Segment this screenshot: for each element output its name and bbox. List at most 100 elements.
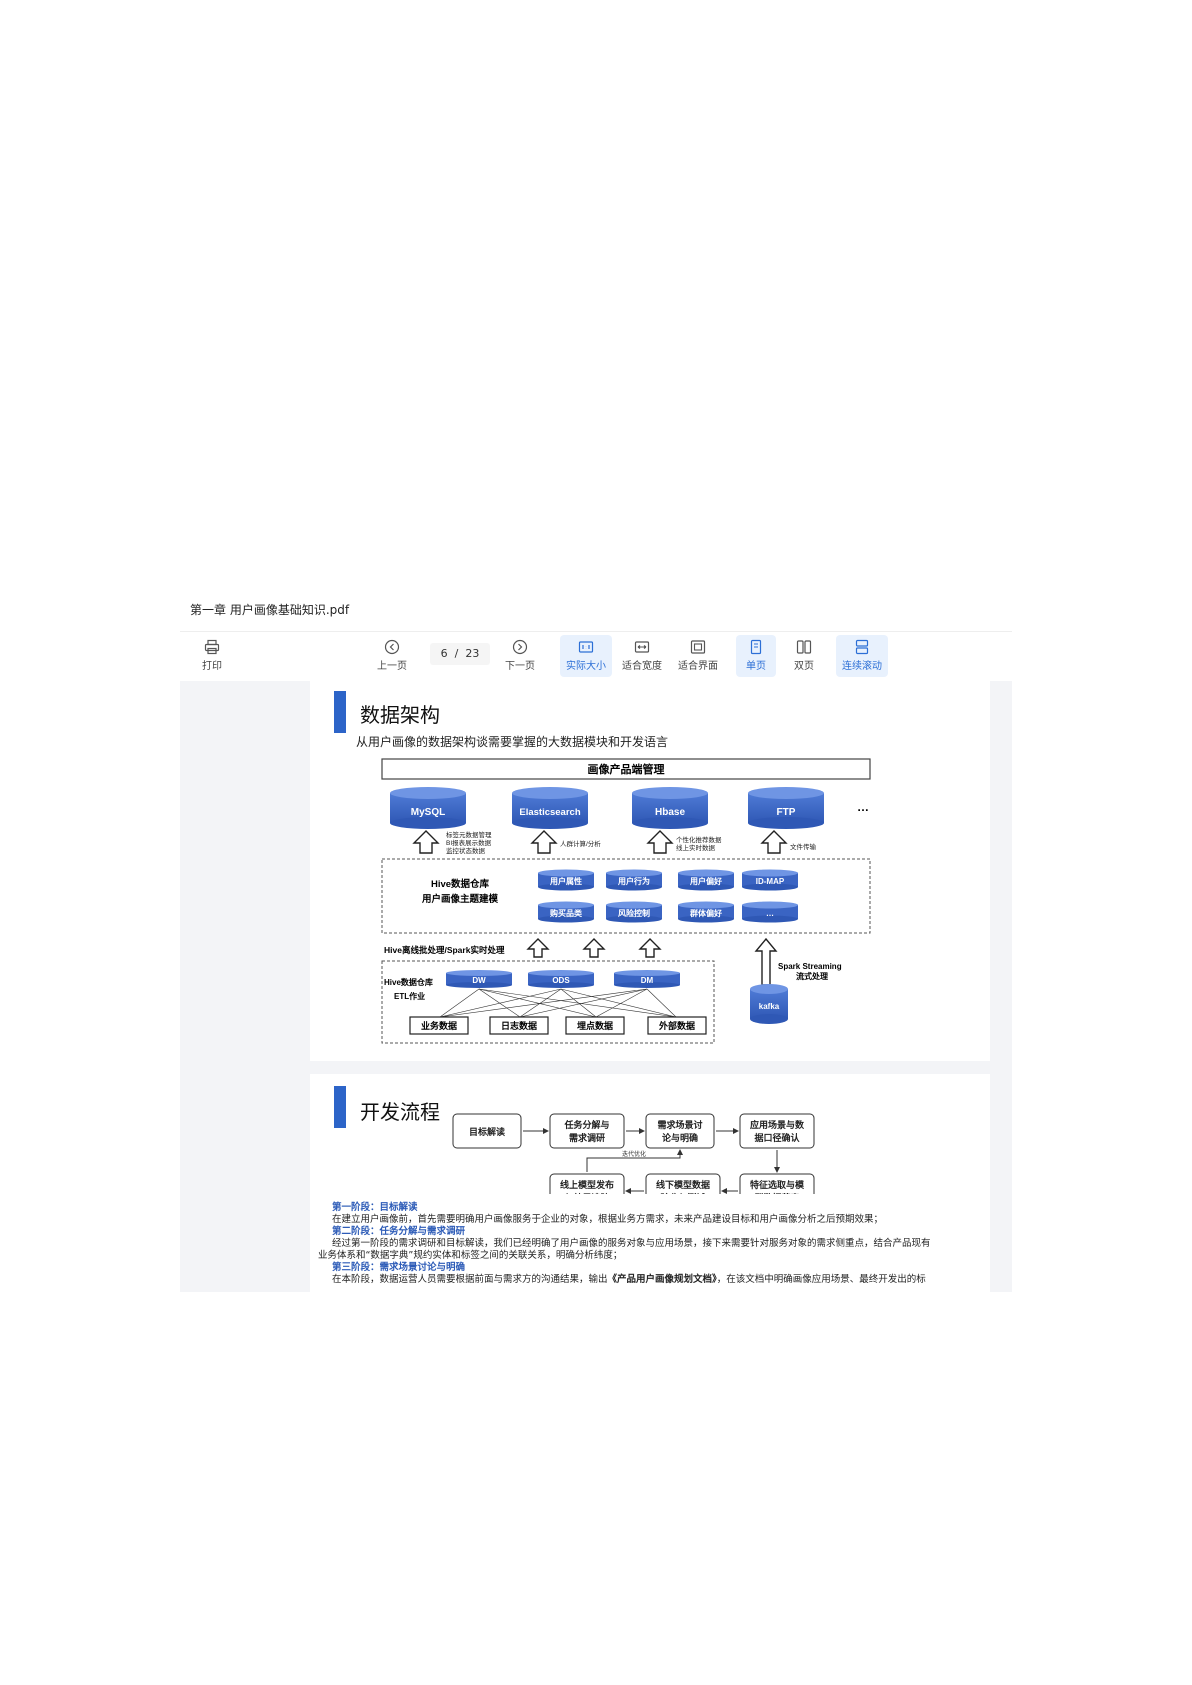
continuous-scroll-label: 连续滚动: [842, 661, 882, 672]
svg-text:线上实时数据: 线上实时数据: [676, 843, 716, 852]
pdf-page-6: 数据架构 从用户画像的数据架构谈需要掌握的大数据模块和开发语言 画像产品端管理 …: [310, 681, 990, 1061]
title-bar: 第一章 用户画像基础知识.pdf: [180, 597, 1012, 632]
flow-step-task-breakdown: 任务分解与需求调研: [549, 1113, 625, 1149]
product-management-box: [381, 758, 871, 780]
stage2-title: 第二阶段：任务分解与需求调研: [332, 1226, 466, 1237]
layer-ods: ODS: [528, 970, 594, 988]
stage1-text: 在建立用户画像前，首先需要明确用户画像服务于企业的对象，根据业务方需求，未来产品…: [332, 1214, 884, 1225]
store-label-ftp: FTP: [777, 807, 796, 818]
prev-page-button[interactable]: 上一页: [370, 635, 414, 677]
svg-text:需求调研: 需求调研: [569, 1132, 605, 1143]
svg-text:日志数据: 日志数据: [501, 1020, 537, 1031]
hive-modeling-label-1: Hive数据仓库: [431, 878, 490, 890]
print-button[interactable]: 打印: [194, 635, 230, 677]
svg-text:据口径确认: 据口径确认: [754, 1132, 800, 1143]
svg-text:监控状态数据: 监控状态数据: [446, 846, 486, 855]
printer-icon: [204, 639, 220, 655]
topic-user-attribute: 用户属性: [538, 869, 594, 891]
svg-text:需求场景讨: 需求场景讨: [657, 1119, 702, 1130]
actual-size-icon: [578, 641, 594, 653]
store-notes: 标签元数据管理 BI报表展示数据 监控状态数据 人群计算/分析 个性化推荐数据 …: [446, 830, 817, 855]
fit-page-icon: [690, 640, 706, 654]
page-heading: 数据架构: [360, 703, 440, 727]
svg-text:论与明确: 论与明确: [662, 1132, 698, 1143]
flow-step-goal: 目标解读: [452, 1113, 522, 1149]
document-title: 第一章 用户画像基础知识.pdf: [190, 603, 350, 617]
iterate-label: 迭代优化: [622, 1150, 646, 1158]
fit-width-label: 适合宽度: [622, 661, 662, 672]
svg-text:任务分解与: 任务分解与: [563, 1119, 609, 1130]
more-stores: …: [857, 800, 869, 814]
svg-text:用户行为: 用户行为: [617, 876, 650, 886]
svg-text:人群计算/分析: 人群计算/分析: [560, 839, 601, 848]
single-page-label: 单页: [746, 661, 766, 672]
next-page-label: 下一页: [505, 661, 535, 672]
svg-text:ID-MAP: ID-MAP: [756, 877, 785, 886]
source-business: 业务数据: [409, 1016, 469, 1035]
svg-text:用户属性: 用户属性: [549, 876, 582, 886]
svg-text:文件传输: 文件传输: [790, 842, 817, 851]
heading-accent-bar: [334, 691, 346, 733]
svg-text:ODS: ODS: [552, 976, 570, 985]
svg-text:线下模型数据: 线下模型数据: [656, 1179, 710, 1190]
topic-group-preference: 群体偏好: [678, 901, 734, 923]
layer-dm: DM: [614, 970, 680, 988]
page-number-input[interactable]: 6 / 23: [430, 643, 490, 665]
continuous-scroll-icon: [855, 639, 869, 655]
fit-page-button[interactable]: 适合界面: [674, 635, 722, 677]
flow-arrows: [523, 1128, 780, 1194]
fit-width-button[interactable]: 适合宽度: [618, 635, 666, 677]
source-external: 外部数据: [647, 1016, 707, 1035]
source-boxes: 业务数据 日志数据 埋点数据 外部数据: [409, 1016, 707, 1035]
svg-text:DM: DM: [641, 976, 654, 985]
stage2-text-a: 经过第一阶段的需求调研和目标解读，我们已经明确了用户画像的服务对象与应用场景，接…: [332, 1238, 931, 1249]
svg-text:风险控制: 风险控制: [618, 908, 650, 918]
etl-label-1: Hive数据仓库: [384, 977, 433, 987]
storage-cylinder-ftp: FTP: [748, 787, 824, 829]
svg-text:目标解读: 目标解读: [469, 1126, 505, 1137]
double-page-icon: [796, 640, 812, 654]
svg-text:验收与测试: 验收与测试: [660, 1192, 705, 1194]
kafka-label: kafka: [759, 1002, 780, 1011]
storage-cylinder-hbase: Hbase: [632, 787, 708, 829]
svg-text:外部数据: 外部数据: [658, 1020, 695, 1031]
svg-text:BI报表展示数据: BI报表展示数据: [446, 838, 492, 847]
double-page-label: 双页: [794, 661, 814, 672]
source-log: 日志数据: [489, 1016, 549, 1035]
page-heading: 开发流程: [360, 1100, 440, 1124]
hive-modeling-label-2: 用户画像主题建模: [421, 893, 499, 905]
svg-text:DW: DW: [472, 976, 486, 985]
pdf-viewer-window: 第一章 用户画像基础知识.pdf 打印 上一页 6 / 23 下一页 实际大小 …: [180, 597, 1012, 1292]
storage-cylinder-elasticsearch: Elasticsearch: [512, 787, 588, 829]
flow-step-scenario: 需求场景讨论与明确: [645, 1113, 715, 1149]
actual-size-button[interactable]: 实际大小: [560, 635, 612, 677]
hive-modeling-box: [381, 858, 871, 934]
store-label-elasticsearch: Elasticsearch: [519, 807, 580, 818]
single-page-button[interactable]: 单页: [736, 635, 776, 677]
svg-text:群体偏好: 群体偏好: [689, 908, 722, 918]
prev-page-label: 上一页: [377, 661, 407, 672]
streaming-up-arrow: [754, 937, 778, 986]
topic-user-behavior: 用户行为: [606, 869, 662, 891]
next-page-button[interactable]: 下一页: [498, 635, 542, 677]
svg-text:埋点数据: 埋点数据: [577, 1020, 613, 1031]
heading-accent-bar: [334, 1086, 346, 1128]
product-management-label: 画像产品端管理: [588, 762, 665, 776]
streaming-label-1: Spark Streaming: [778, 962, 842, 971]
page-total: 23: [465, 647, 480, 660]
topic-cylinders: 用户属性 用户行为 用户偏好 ID-MAP 购买品类 风险控制 群体偏好 …: [538, 869, 798, 923]
continuous-scroll-button[interactable]: 连续滚动: [836, 635, 888, 677]
fit-width-icon: [634, 641, 650, 653]
chevron-right-circle-icon: [512, 639, 528, 655]
processing-label: Hive离线批处理/Spark实时处理: [384, 945, 505, 955]
svg-text:应用场景与数: 应用场景与数: [750, 1119, 805, 1130]
double-page-button[interactable]: 双页: [784, 635, 824, 677]
stage1-title: 第一阶段：目标解读: [332, 1202, 418, 1213]
stage3-text: 在本阶段，数据运营人员需要根据前面与需求方的沟通结果，输出《产品用户画像规划文档…: [332, 1274, 926, 1285]
document-viewport[interactable]: 数据架构 从用户画像的数据架构谈需要掌握的大数据模块和开发语言 画像产品端管理 …: [180, 681, 1012, 1292]
topic-user-preference: 用户偏好: [678, 869, 734, 891]
layer-dw: DW: [446, 970, 512, 988]
topic-more: …: [742, 901, 798, 923]
